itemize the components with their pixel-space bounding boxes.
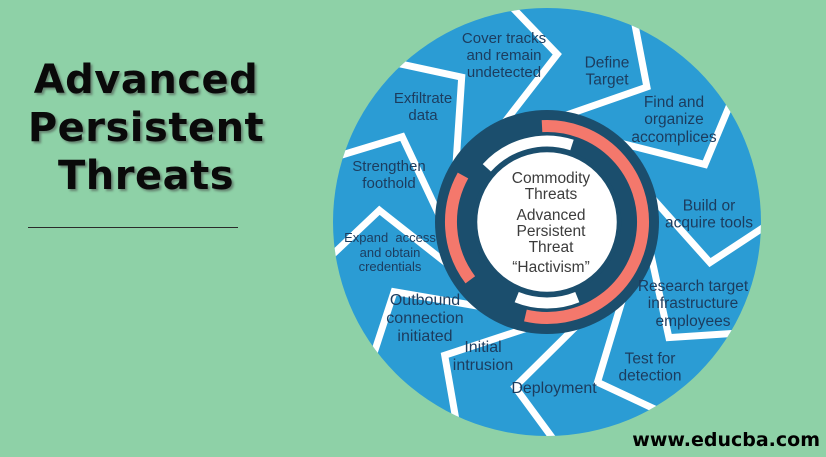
segment-divider-chevron: [510, 318, 584, 436]
center-circle: [472, 147, 622, 297]
title-underline: [28, 227, 238, 228]
lifecycle-wheel-diagram: [333, 8, 761, 436]
segment-divider-chevron: [645, 190, 761, 268]
stage-label-research-target: Research target infrastructure employees: [637, 277, 749, 330]
center-text: Commodity Threats Advanced Persistent Th…: [512, 171, 590, 277]
stage-label-outbound-connection: Outbound connection initiated: [386, 292, 464, 345]
hub-white-arc-top: [482, 135, 574, 172]
segment-divider-chevron: [593, 291, 660, 414]
stage-label-test-for-detection: Test for detection: [618, 350, 682, 385]
center-text-hactivism: “Hactivism”: [512, 259, 590, 277]
stage-label-deployment: Deployment: [511, 380, 597, 398]
stage-label-find-organize-accomplices: Find and organize accomplices: [631, 93, 717, 146]
segment-divider-chevron: [497, 8, 562, 131]
stage-label-exfiltrate-data: Exfiltrate data: [393, 90, 453, 124]
stage-label-initial-intrusion: Initial intrusion: [452, 339, 514, 374]
hub-white-arc-bottom: [514, 291, 580, 309]
stage-label-expand-access: Expand access and obtain credentials: [344, 230, 436, 275]
center-text-advanced-persistent-threat: Advanced Persistent Threat: [516, 206, 586, 257]
segment-divider-chevron: [337, 132, 446, 223]
segment-divider-chevron: [369, 287, 487, 357]
stage-label-cover-tracks: Cover tracks and remain undetected: [461, 29, 547, 81]
watermark-url: www.educba.com: [632, 429, 820, 451]
stage-label-strengthen-foothold: Strengthen foothold: [352, 158, 426, 192]
hub-salmon-arc-left: [444, 172, 476, 284]
segment-divider-chevron: [395, 59, 466, 171]
page-title: Advanced Persistent Threats: [27, 57, 265, 199]
segment-divider-chevron: [613, 101, 734, 169]
segment-divider-chevron: [333, 205, 455, 271]
segment-dividers: [333, 8, 761, 436]
segment-divider-chevron: [645, 245, 736, 342]
stage-label-build-acquire-tools: Build or acquire tools: [665, 197, 753, 232]
stage-label-define-target: Define Target: [584, 54, 630, 89]
segment-divider-chevron: [557, 20, 651, 122]
center-text-commodity-threats: Commodity Threats: [511, 170, 591, 204]
hub-salmon-arc-main: [524, 120, 649, 324]
segment-divider-chevron: [440, 322, 535, 422]
